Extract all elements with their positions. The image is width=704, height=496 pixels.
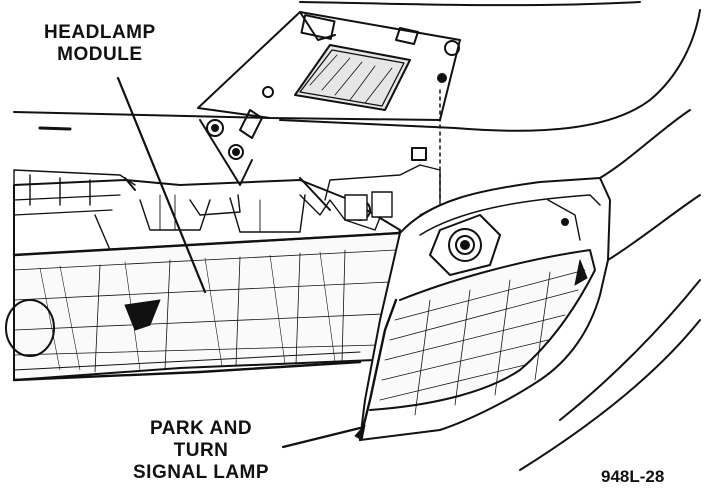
park-turn-lamp	[358, 177, 611, 442]
hood-edge	[299, 1, 641, 7]
park-label-line-1: PARK AND	[149, 418, 253, 439]
hood-stripe	[38, 126, 72, 131]
headlamp-leader	[116, 76, 207, 294]
fender-curve	[454, 9, 701, 132]
figure-code: 948L-28	[601, 467, 665, 486]
hood-line	[13, 111, 456, 129]
park-label-line-3: SIGNAL LAMP	[133, 462, 270, 483]
headlamp-label-line-1: HEADLAMP	[44, 22, 156, 43]
fender-body	[519, 109, 701, 471]
headlamp-module	[13, 177, 401, 286]
park-turn-signal-lamp-label: PARK AND TURN SIGNAL LAMP	[133, 418, 269, 484]
park-label-line-2: TURN	[173, 440, 229, 461]
leader-lines	[116, 76, 366, 449]
headlamp-label-line-2: MODULE	[57, 44, 143, 65]
upper-mount-panel	[197, 11, 461, 139]
engine-compartment	[13, 164, 441, 221]
lamp-leader	[281, 426, 362, 449]
headlamp-lens	[5, 231, 402, 382]
headlamp-module-label: HEADLAMP MODULE	[44, 22, 156, 66]
